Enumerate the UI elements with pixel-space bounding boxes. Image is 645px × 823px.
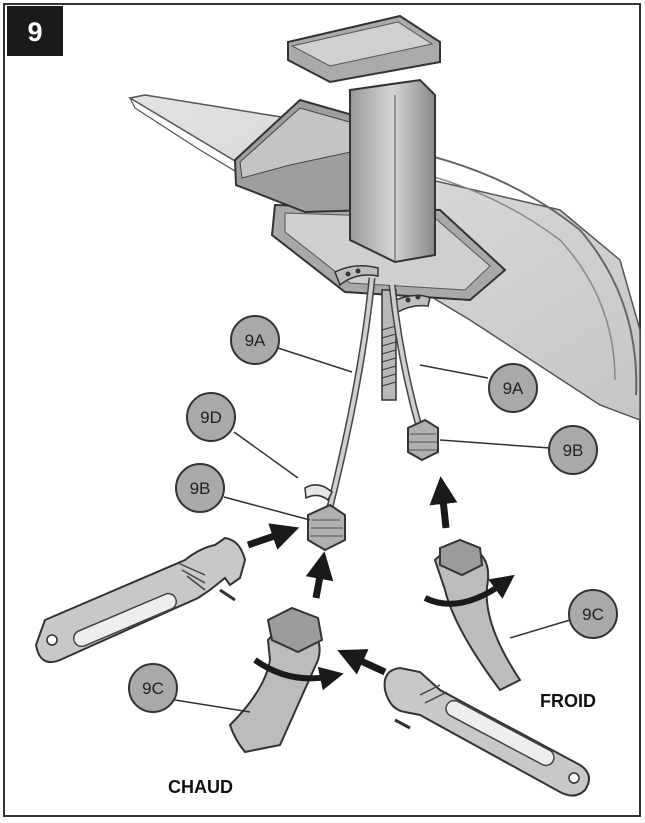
callout-9c-left: 9C [128,663,178,713]
callout-9a-right: 9A [488,363,538,413]
step-badge: 9 [7,6,63,56]
svg-text:9A: 9A [503,379,524,398]
hose-right [433,538,522,692]
wrench-right [383,666,590,797]
svg-text:9B: 9B [190,479,211,498]
faucet [233,14,507,302]
rotate-arrow-right [423,574,515,607]
svg-text:9C: 9C [142,679,164,698]
callout-9b-left: 9B [175,463,225,513]
step-number: 9 [27,17,42,47]
push-arrow-wrench-left [246,523,300,550]
nut-right [407,418,439,462]
svg-text:9C: 9C [582,605,604,624]
mounting-bracket [334,265,431,401]
push-arrow-left-up [305,551,334,599]
nut-left [307,503,346,552]
callout-9b-right: 9B [548,425,598,475]
push-arrow-right-up [429,476,458,529]
supply-lines [324,277,424,516]
teflon-tape [304,484,333,502]
rotate-arrow-left [253,657,344,691]
callout-9c-right: 9C [568,589,618,639]
leader-lines [174,347,571,713]
svg-text:9A: 9A [245,331,266,350]
svg-text:9D: 9D [200,408,222,427]
callout-9a-left: 9A [230,315,280,365]
label-chaud: CHAUD [168,777,233,797]
label-froid: FROID [540,691,596,711]
callout-9d: 9D [186,392,236,442]
svg-text:9B: 9B [563,441,584,460]
push-arrow-wrench-right [337,649,387,676]
wrench-left [34,536,247,664]
